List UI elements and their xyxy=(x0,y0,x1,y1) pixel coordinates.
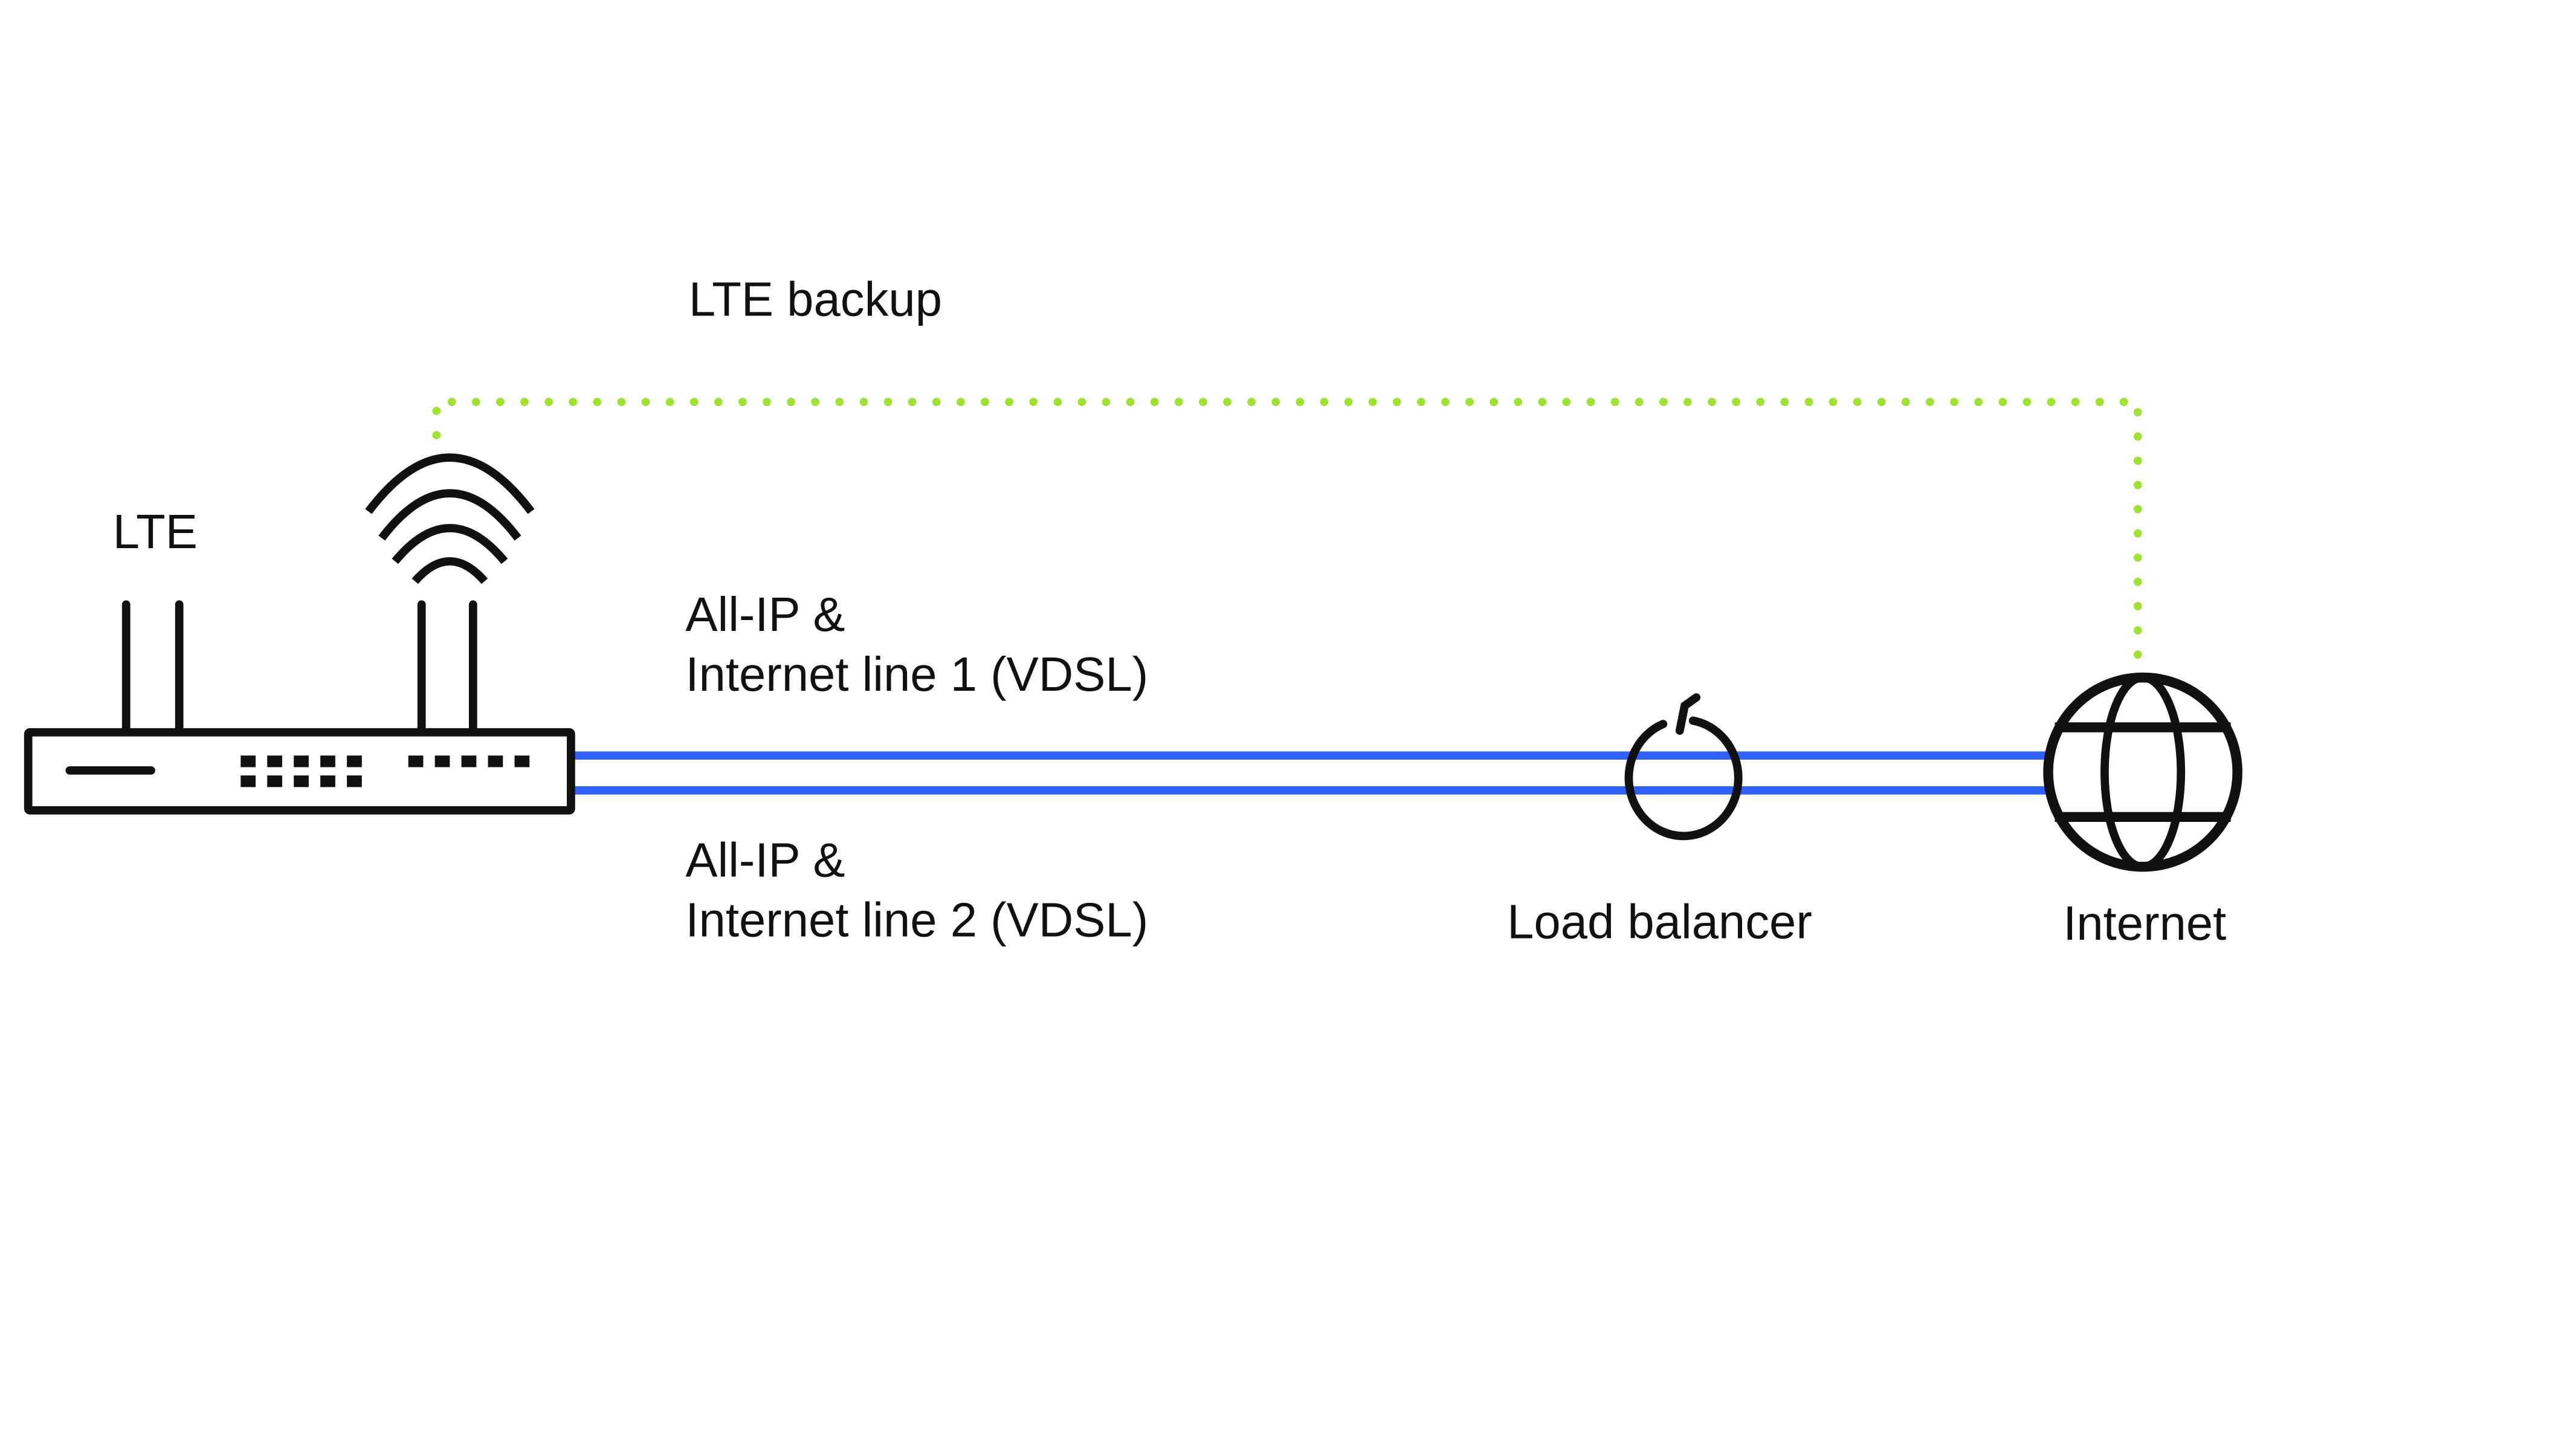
lte-backup-connection xyxy=(432,398,2142,668)
line2-label-a: All-IP & xyxy=(685,833,845,887)
router-icon xyxy=(24,600,575,815)
line1-label-b: Internet line 1 (VDSL) xyxy=(685,647,1148,701)
globe-icon xyxy=(2043,672,2242,872)
load-balancer-label: Load balancer xyxy=(1507,894,1812,948)
lte-backup-label: LTE backup xyxy=(689,272,942,326)
lte-label: LTE xyxy=(113,505,198,558)
internet-label: Internet xyxy=(2063,896,2226,950)
wifi-icon xyxy=(365,453,535,584)
line2-label-b: Internet line 2 (VDSL) xyxy=(685,893,1148,947)
line1-label-a: All-IP & xyxy=(685,587,845,641)
load-balancer-icon xyxy=(1624,693,1743,841)
